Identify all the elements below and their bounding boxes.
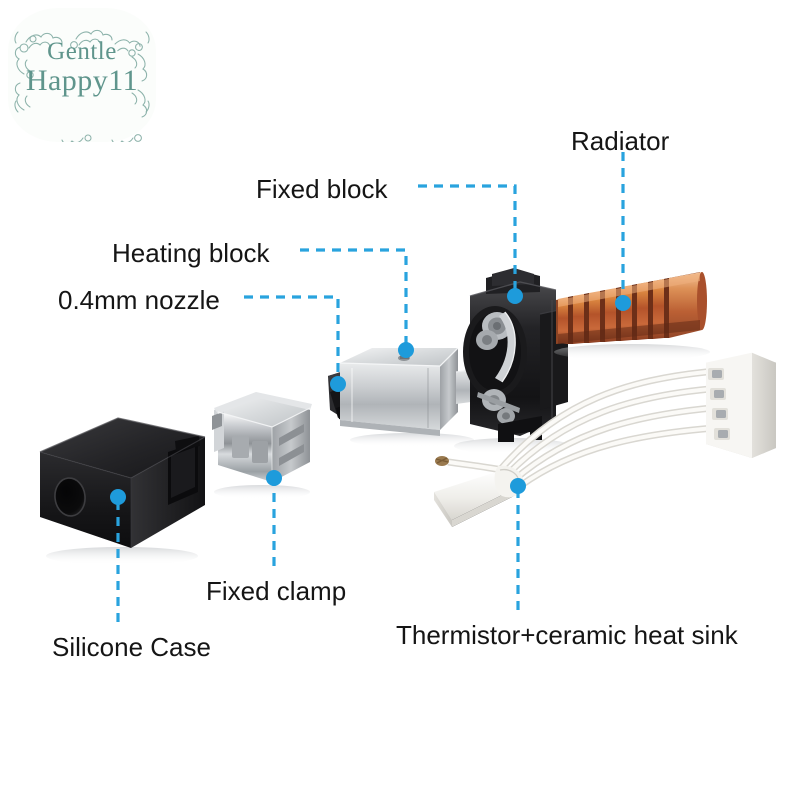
callout-label-nozzle: 0.4mm nozzle: [58, 285, 220, 315]
callout-label-heating-block: Heating block: [112, 238, 270, 268]
callout-label-thermistor: Thermistor+ceramic heat sink: [396, 620, 738, 650]
wire-connector: [705, 351, 777, 458]
part-thermistor-ceramic-heatsink: [434, 351, 777, 527]
part-heating-block: [339, 347, 474, 447]
leader-heating-block: [300, 248, 408, 345]
callout-label-silicone-case: Silicone Case: [52, 632, 211, 662]
callout-label-radiator: Radiator: [571, 126, 670, 156]
part-fixed-clamp: [212, 392, 312, 499]
callout-label-fixed-block: Fixed block: [256, 174, 388, 204]
part-radiator: [554, 272, 710, 360]
callout-label-fixed-clamp: Fixed clamp: [206, 576, 347, 606]
part-silicone-case: [39, 417, 206, 565]
leader-end-dots: [110, 288, 631, 505]
leader-fixed-block: [418, 184, 517, 291]
leader-nozzle: [244, 295, 340, 379]
thermistor-bead: [435, 456, 449, 466]
